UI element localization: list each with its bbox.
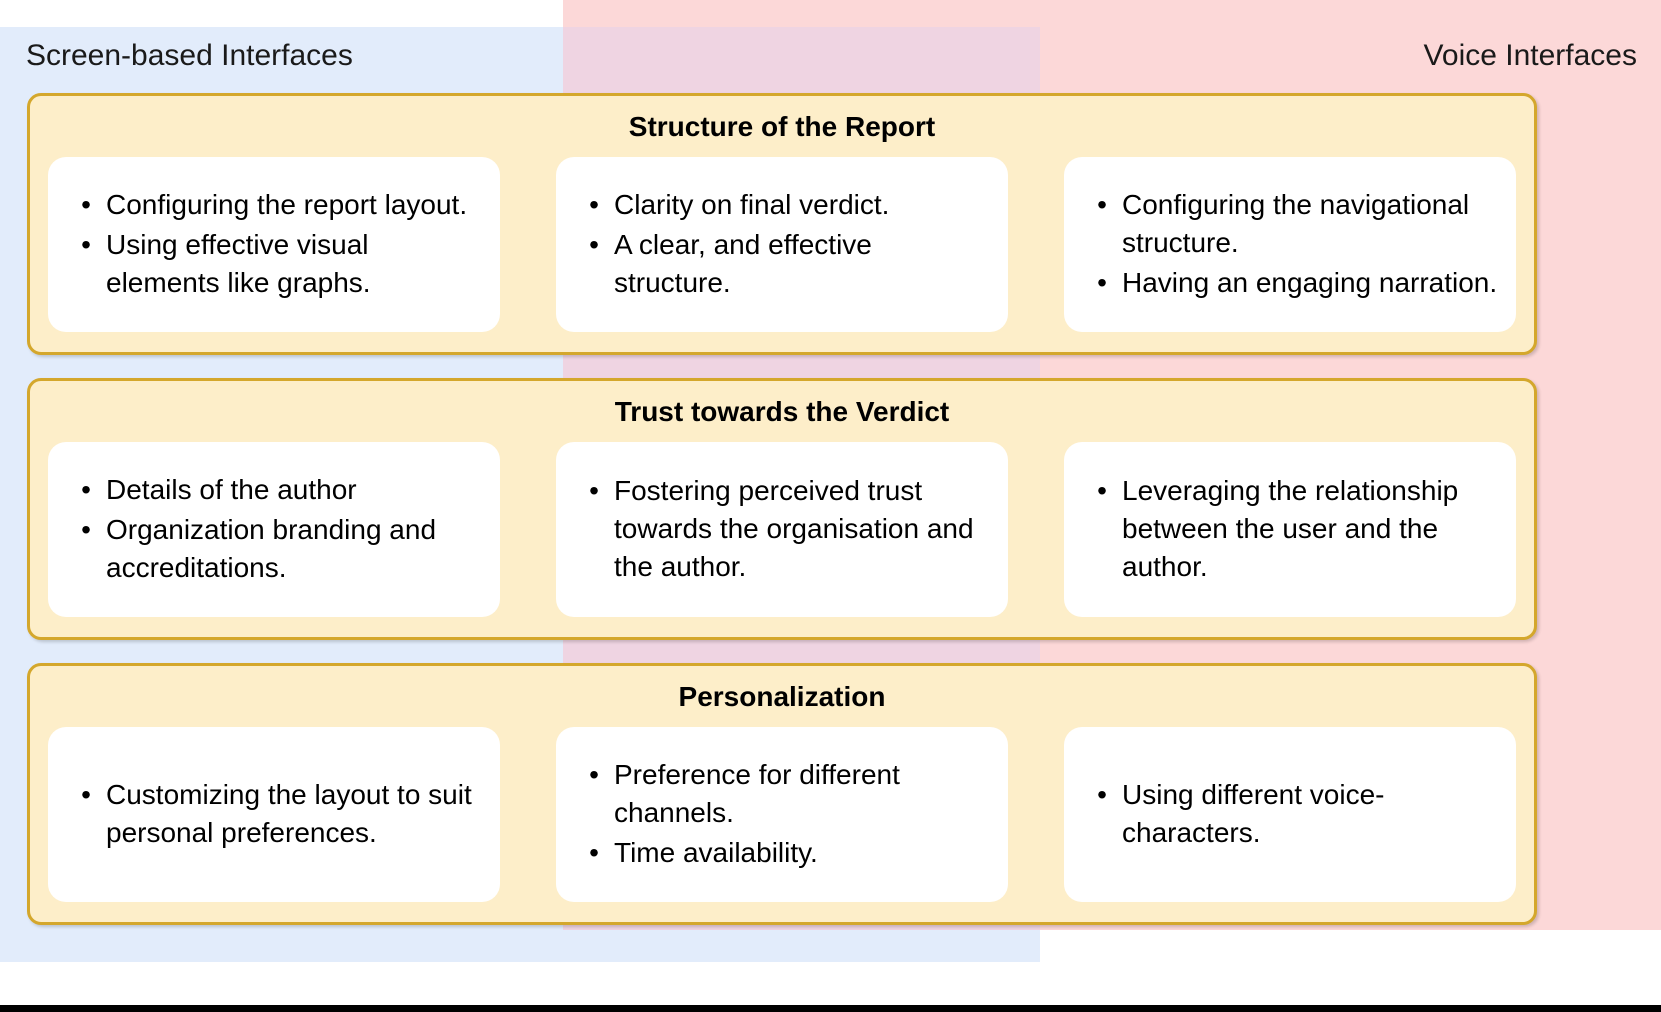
card-screen: • Configuring the report layout. • Using e… <box>48 157 500 332</box>
section-columns: • Details of the author • Organization bra… <box>48 442 1516 617</box>
list-item-text: Using effective visual elements like gra… <box>106 228 371 298</box>
list-item: • Having an engaging narration. <box>1097 264 1500 302</box>
list-item-text: Clarity on final verdict. <box>614 188 890 220</box>
section-panel: Trust towards the Verdict • Details of th… <box>27 378 1537 640</box>
list-item: • Clarity on final verdict. <box>589 186 992 224</box>
bullet-list: • Configuring the report layout. • Using e… <box>64 186 484 302</box>
card-voice: • Leveraging the relationship between the… <box>1064 442 1516 617</box>
bullet-icon: • <box>1097 474 1107 506</box>
bullet-list: • Configuring the navigational structure.… <box>1080 186 1500 302</box>
card-screen: • Details of the author • Organization bra… <box>48 442 500 617</box>
bullet-list: • Customizing the layout to suit personal… <box>64 776 484 852</box>
list-item: • A clear, and effective structure. <box>589 226 992 302</box>
list-item: • Customizing the layout to suit personal… <box>81 776 484 852</box>
bullet-icon: • <box>1097 266 1107 298</box>
list-item-text: Configuring the report layout. <box>106 188 468 220</box>
bullet-list: • Details of the author • Organization bra… <box>64 471 484 587</box>
bullet-list: • Leveraging the relationship between the… <box>1080 472 1500 586</box>
section-title: Personalization <box>678 681 886 712</box>
section-title: Structure of the Report <box>628 111 936 142</box>
card-shared: • Preference for different channels. • Tim… <box>556 727 1008 902</box>
bullet-icon: • <box>1097 188 1107 220</box>
bullet-icon: • <box>81 473 91 505</box>
bullet-list: • Clarity on final verdict. • A clear, and… <box>572 186 992 302</box>
card-screen: • Customizing the layout to suit personal… <box>48 727 500 902</box>
list-item-text: Having an engaging narration. <box>1122 266 1498 298</box>
bullet-list: • Fostering perceived trust towards the o… <box>572 472 992 586</box>
section-title: Trust towards the Verdict <box>614 396 950 427</box>
section-columns: • Configuring the report layout. • Using e… <box>48 157 1516 332</box>
list-item: • Details of the author <box>81 471 484 509</box>
list-item-text: A clear, and effective structure. <box>614 228 872 298</box>
list-item-text: Fostering perceived trust towards the or… <box>614 474 974 582</box>
bullet-icon: • <box>81 228 91 260</box>
list-item: • Time availability. <box>589 834 992 872</box>
list-item: • Organization branding and accreditation… <box>81 511 484 587</box>
section-panel: Personalization • Customizing the layout … <box>27 663 1537 925</box>
section-columns: • Customizing the layout to suit personal… <box>48 727 1516 902</box>
bullet-icon: • <box>81 778 91 810</box>
bullet-icon: • <box>589 188 599 220</box>
voice-interfaces-label: Voice Interfaces <box>1423 39 1637 72</box>
list-item-text: Details of the author <box>106 473 357 505</box>
list-item: • Configuring the report layout. <box>81 186 484 224</box>
list-item: • Preference for different channels. <box>589 756 992 832</box>
list-item: • Using different voice-characters. <box>1097 776 1500 852</box>
list-item: • Using effective visual elements like gr… <box>81 226 484 302</box>
list-item: • Leveraging the relationship between the… <box>1097 472 1500 586</box>
list-item-text: Using different voice-characters. <box>1122 778 1385 848</box>
list-item: • Fostering perceived trust towards the o… <box>589 472 992 586</box>
bullet-icon: • <box>589 836 599 868</box>
list-item: • Configuring the navigational structure. <box>1097 186 1500 262</box>
list-item-text: Preference for different channels. <box>614 758 900 828</box>
bullet-icon: • <box>81 513 91 545</box>
bullet-list: • Preference for different channels. • Tim… <box>572 756 992 872</box>
list-item-text: Configuring the navigational structure. <box>1122 188 1470 258</box>
bullet-icon: • <box>1097 778 1107 810</box>
card-voice: • Configuring the navigational structure.… <box>1064 157 1516 332</box>
bullet-icon: • <box>589 758 599 790</box>
bullet-icon: • <box>589 228 599 260</box>
list-item-text: Time availability. <box>614 836 818 868</box>
bullet-list: • Using different voice-characters. <box>1080 776 1500 852</box>
list-item-text: Customizing the layout to suit personal … <box>106 778 472 848</box>
section-panel: Structure of the Report • Configuring the… <box>27 93 1537 355</box>
card-voice: • Using different voice-characters. <box>1064 727 1516 902</box>
bottom-rule <box>0 1005 1661 1012</box>
axis-labels: Screen-based Interfaces Voice Interfaces <box>0 36 1661 84</box>
list-item-text: Organization branding and accreditations… <box>106 513 437 583</box>
list-item-text: Leveraging the relationship between the … <box>1122 474 1459 582</box>
card-shared: • Clarity on final verdict. • A clear, and… <box>556 157 1008 332</box>
bullet-icon: • <box>589 474 599 506</box>
card-shared: • Fostering perceived trust towards the o… <box>556 442 1008 617</box>
screen-interfaces-label: Screen-based Interfaces <box>26 39 353 72</box>
sections-list: Structure of the Report • Configuring the… <box>27 93 1537 925</box>
bullet-icon: • <box>81 188 91 220</box>
